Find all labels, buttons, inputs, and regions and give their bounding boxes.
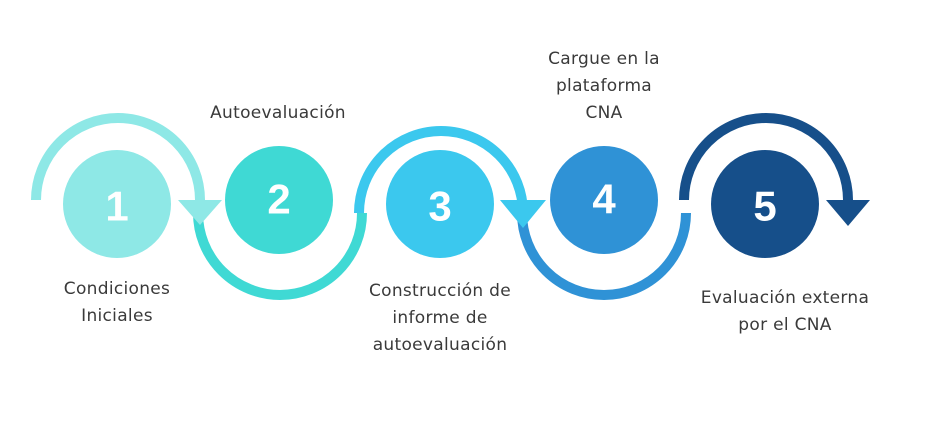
step-4-number: 4 [592,176,616,223]
step-2-number: 2 [267,176,290,223]
connector-arc-1 [31,113,205,201]
connector-arc-5 [679,113,853,201]
connector-arc-4 [517,212,691,300]
step-3-label: Construcción de informe de autoevaluació… [345,278,535,359]
step-3-label-line: informe de [392,308,488,328]
step-3-label-line: Construcción de [368,281,512,301]
step-1-number: 1 [105,183,128,230]
step-4-label-line: Cargue en la [548,49,660,69]
step-4-label-line: CNA [585,103,623,123]
step-5-circle [711,150,819,258]
connector-arc-2 [193,212,367,300]
step-3-circle [386,150,494,258]
connector-arc-3 [354,126,528,214]
step-1-circle [63,150,171,258]
step-2-label-line: Autoevaluación [210,103,346,123]
step-2-circle [225,146,333,254]
step-1-label-line: Iniciales [81,306,153,326]
step-3-label-line: autoevaluación [372,335,508,355]
arrowhead-down-icon-1 [178,200,222,225]
step-5-label-line: por el CNA [738,315,832,335]
step-3-number: 3 [428,183,451,230]
step-1-label: Condiciones Iniciales [40,276,194,330]
step-5-number: 5 [753,183,776,230]
step-5-label: Evaluación externa por el CNA [680,285,890,339]
step-5-label-line: Evaluación externa [700,288,870,308]
step-1-label-line: Condiciones [63,279,171,299]
arrowhead-down-icon-3 [826,200,870,226]
step-4-label-line: plataforma [555,76,653,96]
step-2-label: Autoevaluación [188,100,368,127]
step-4-label: Cargue en la plataforma CNA [522,46,686,127]
arrowhead-down-icon-2 [500,200,546,228]
step-4-circle [550,146,658,254]
